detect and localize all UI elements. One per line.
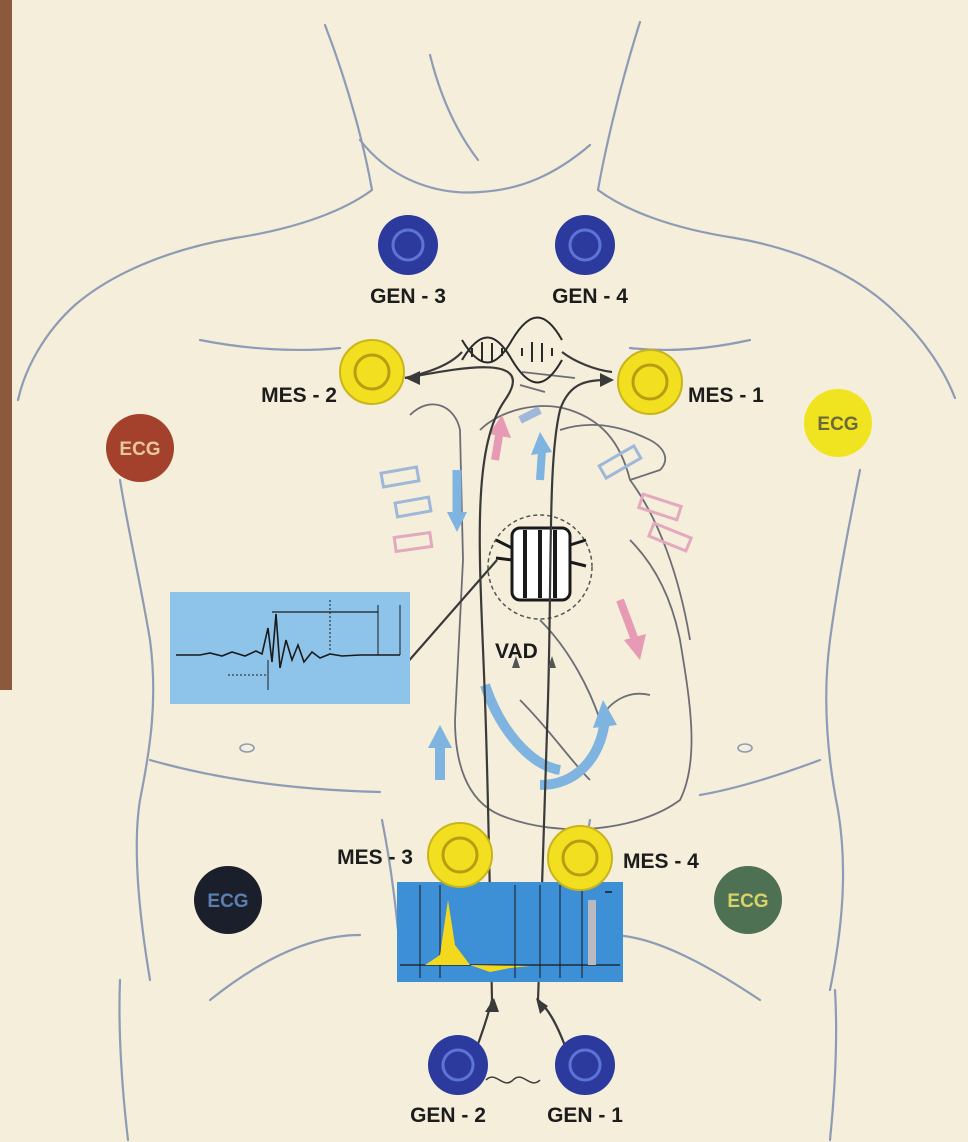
mes-4-label: MES - 4 <box>623 850 699 873</box>
mes-2-label: MES - 2 <box>261 384 337 407</box>
gen-1-label: GEN - 1 <box>547 1104 623 1127</box>
ecg-right-leg-label: ECG <box>207 891 248 912</box>
ecg-right-leg-electrode: ECG <box>194 866 262 934</box>
mes-1-label: MES - 1 <box>688 384 764 407</box>
mes-3-label: MES - 3 <box>337 846 413 869</box>
gen-2-label: GEN - 2 <box>410 1104 486 1127</box>
ecg-left-arm-electrode: ECG <box>804 389 872 457</box>
dna-helix-icon <box>462 318 562 383</box>
image-edge-strip <box>0 0 12 690</box>
ecg-left-leg-electrode: ECG <box>714 866 782 934</box>
gen-2-electrode <box>428 1035 488 1095</box>
ecg-left-leg-label: ECG <box>727 891 768 912</box>
mes-1-electrode <box>618 350 682 414</box>
gen-4-label: GEN - 4 <box>552 285 628 308</box>
ecg-left-arm-label: ECG <box>817 414 858 435</box>
mes-3-electrode <box>428 823 492 887</box>
mes-4-electrode <box>548 826 612 890</box>
gen-4-electrode <box>555 215 615 275</box>
ecg-right-arm-label: ECG <box>119 439 160 460</box>
vad-device <box>488 515 592 619</box>
mes-2-electrode <box>340 340 404 404</box>
impedance-signal-panel <box>170 592 410 704</box>
gen-3-electrode <box>378 215 438 275</box>
gen-3-label: GEN - 3 <box>370 285 446 308</box>
gen-1-electrode <box>555 1035 615 1095</box>
ecg-right-arm-electrode: ECG <box>106 414 174 482</box>
spectrum-signal-panel <box>397 882 623 982</box>
